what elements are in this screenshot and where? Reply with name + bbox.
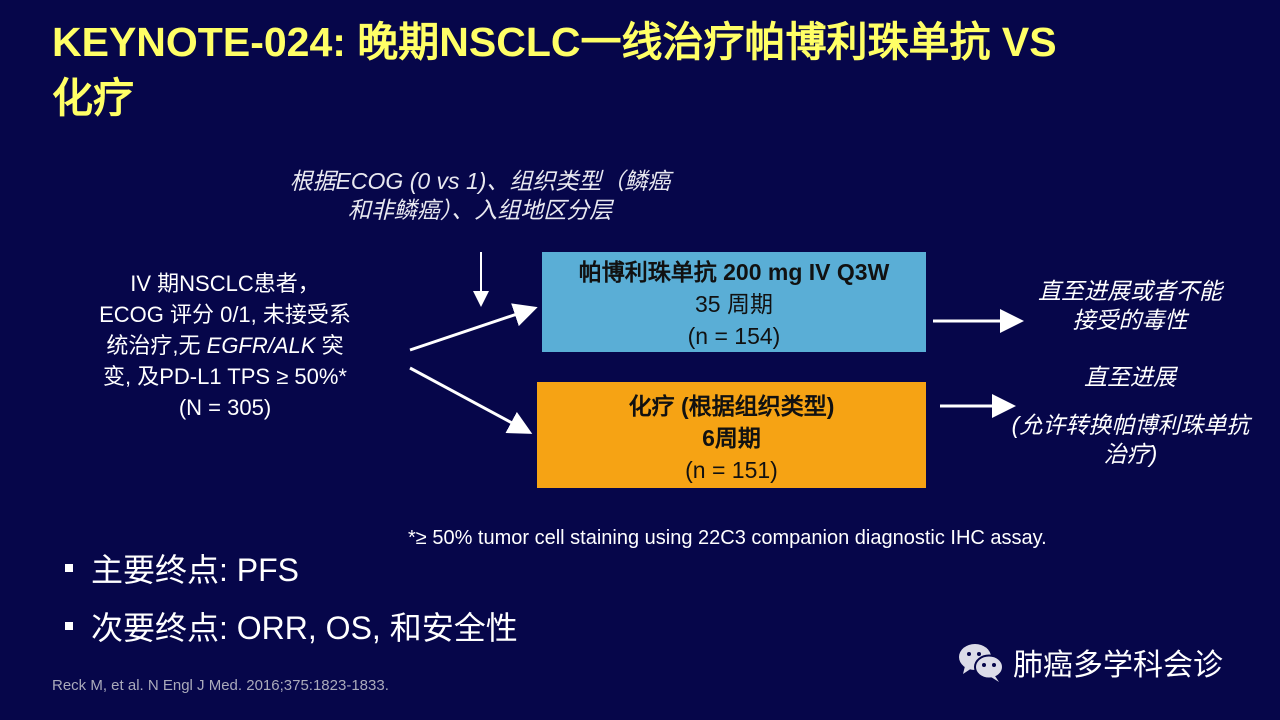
outcome-line: 治疗) xyxy=(1103,441,1158,467)
pembro-outcome: 直至进展或者不能 接受的毒性 xyxy=(1000,277,1260,335)
patient-line: 变, 及PD-L1 TPS ≥ 50%* xyxy=(103,364,347,389)
outcome-line: (允许转换帕博利珠单抗 xyxy=(1011,412,1250,438)
arm-title: 化疗 (根据组织类型) xyxy=(628,393,835,419)
title-line-2: 化疗 xyxy=(52,75,134,121)
pembrolizumab-arm-box: 帕博利珠单抗 200 mg IV Q3W 35 周期 (n = 154) xyxy=(542,252,926,352)
endpoint-bullet: 主要终点: PFS xyxy=(65,545,299,591)
chemotherapy-arm-box: 化疗 (根据组织类型) 6周期 (n = 151) xyxy=(537,382,926,488)
footnote: *≥ 50% tumor cell staining using 22C3 co… xyxy=(408,527,1047,549)
chemo-outcome-note: (允许转换帕博利珠单抗 治疗) xyxy=(988,411,1273,469)
endpoint-text: 次要终点: ORR, OS, 和安全性 xyxy=(91,610,518,646)
chemo-outcome-title: 直至进展 xyxy=(1000,363,1260,392)
arm-cycles: 35 周期 xyxy=(695,291,773,317)
title-line-1: KEYNOTE-024: 晚期NSCLC一线治疗帕博利珠单抗 VS xyxy=(52,19,1057,65)
reference: Reck M, et al. N Engl J Med. 2016;375:18… xyxy=(52,677,389,694)
patient-criteria: IV 期NSCLC患者， ECOG 评分 0/1, 未接受系 统治疗,无 EGF… xyxy=(55,268,395,423)
outcome-line: 接受的毒性 xyxy=(1072,307,1188,333)
bullet-icon xyxy=(65,564,73,572)
wechat-icon xyxy=(959,644,1004,682)
patient-line: (N = 305) xyxy=(178,395,272,420)
watermark-text: 肺癌多学科会诊 xyxy=(1013,649,1223,682)
endpoint-text: 主要终点: PFS xyxy=(91,552,300,588)
patient-line: 统治疗,无 EGFR/ALK 突 xyxy=(55,330,395,361)
strat-line-2: 和非鳞癌）、入组地区分层 xyxy=(347,197,613,223)
bullet-icon xyxy=(65,622,73,630)
outcome-line: 直至进展或者不能 xyxy=(1038,278,1222,304)
arrow-to-chemo xyxy=(409,366,533,434)
slide-title: KEYNOTE-024: 晚期NSCLC一线治疗帕博利珠单抗 VS 化疗 xyxy=(52,14,1252,126)
outcome-line: 直至进展 xyxy=(1084,364,1176,390)
arrow-to-pembro xyxy=(409,303,538,352)
arm-n: (n = 154) xyxy=(687,323,781,349)
text: 统治疗,无 xyxy=(106,333,207,358)
arm-n: (n = 151) xyxy=(685,457,778,483)
stratification-note: 根据ECOG (0 vs 1)、组织类型（鳞癌 和非鳞癌）、入组地区分层 xyxy=(220,167,740,225)
text-italic: EGFR/ALK xyxy=(206,333,316,358)
patient-line: IV 期NSCLC患者， xyxy=(130,271,320,296)
text: 突 xyxy=(315,333,344,358)
endpoint-bullet: 次要终点: ORR, OS, 和安全性 xyxy=(65,603,518,649)
strat-line-1: 根据ECOG (0 vs 1)、组织类型（鳞癌 xyxy=(289,168,671,194)
watermark: 肺癌多学科会诊 xyxy=(955,640,1223,684)
patient-line: ECOG 评分 0/1, 未接受系 xyxy=(99,302,351,327)
arm-title: 帕博利珠单抗 200 mg IV Q3W xyxy=(578,259,890,285)
arm-cycles: 6周期 xyxy=(702,425,761,451)
